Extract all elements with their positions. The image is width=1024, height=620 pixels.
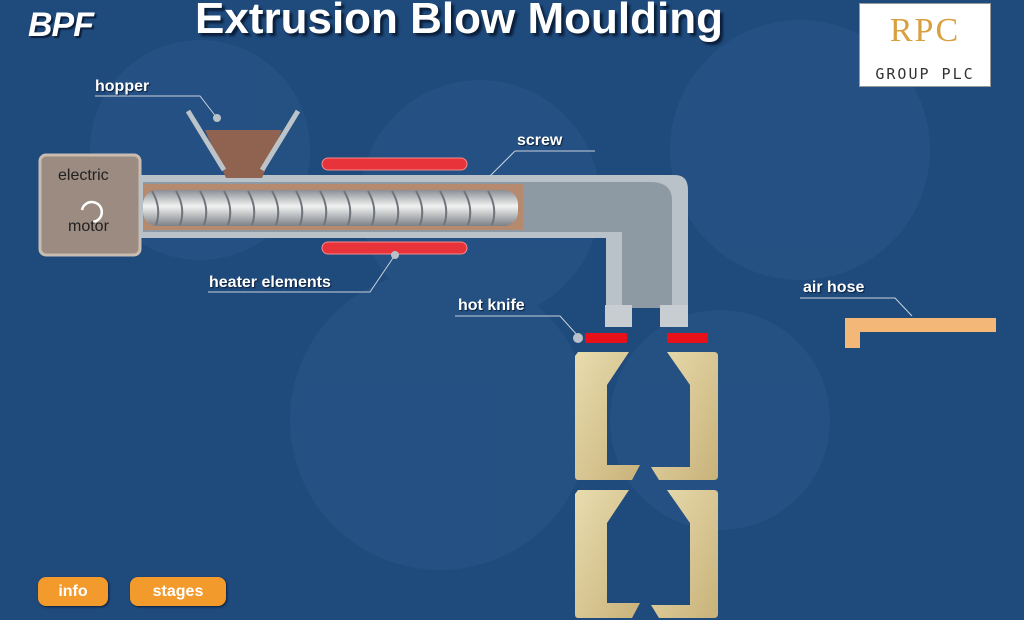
screw-flight — [367, 190, 376, 226]
heater-element-top — [321, 157, 468, 171]
leader-dots — [213, 114, 583, 343]
screw-flight — [175, 190, 184, 226]
hot-knife-left — [585, 333, 627, 343]
screw-flight — [271, 190, 280, 226]
rpc-group-logo: RPC GROUP PLC — [859, 3, 991, 87]
air-hose — [845, 318, 996, 348]
screw-flight — [223, 190, 232, 226]
leader-lines — [95, 95, 913, 337]
rotation-arrow-icon — [80, 200, 104, 224]
label-heater-elements: heater elements — [209, 274, 331, 291]
mould-upper — [575, 352, 718, 480]
stages-button[interactable]: stages — [130, 577, 226, 606]
screw-flight — [463, 190, 472, 226]
logo-subtitle: GROUP PLC — [875, 65, 975, 83]
label-motor-line1: electric — [58, 167, 109, 184]
die-block-left — [605, 305, 632, 327]
screw-flight — [343, 190, 352, 226]
mould-lower — [575, 490, 718, 618]
label-air-hose: air hose — [803, 279, 865, 296]
bpf-logo: BPF — [28, 6, 94, 44]
screw-flight — [391, 190, 400, 226]
info-button[interactable]: info — [38, 577, 108, 606]
page-title: Extrusion Blow Moulding — [195, 0, 723, 43]
screw-flight — [439, 190, 448, 226]
hot-knife-right — [667, 333, 708, 343]
screw-flight — [199, 190, 208, 226]
screw-flight — [151, 190, 160, 226]
screw-flight — [487, 190, 496, 226]
screw-flight — [319, 190, 328, 226]
screw-flight — [415, 190, 424, 226]
label-motor-line2: motor — [68, 218, 109, 235]
screw-flight — [295, 190, 304, 226]
logo-mark: RPC — [889, 12, 961, 49]
screw — [143, 190, 518, 226]
label-hot-knife: hot knife — [458, 297, 525, 314]
label-screw: screw — [517, 132, 563, 149]
die-block-right — [660, 305, 688, 327]
label-hopper: hopper — [95, 78, 150, 95]
screw-flight — [247, 190, 256, 226]
hopper — [185, 109, 301, 178]
